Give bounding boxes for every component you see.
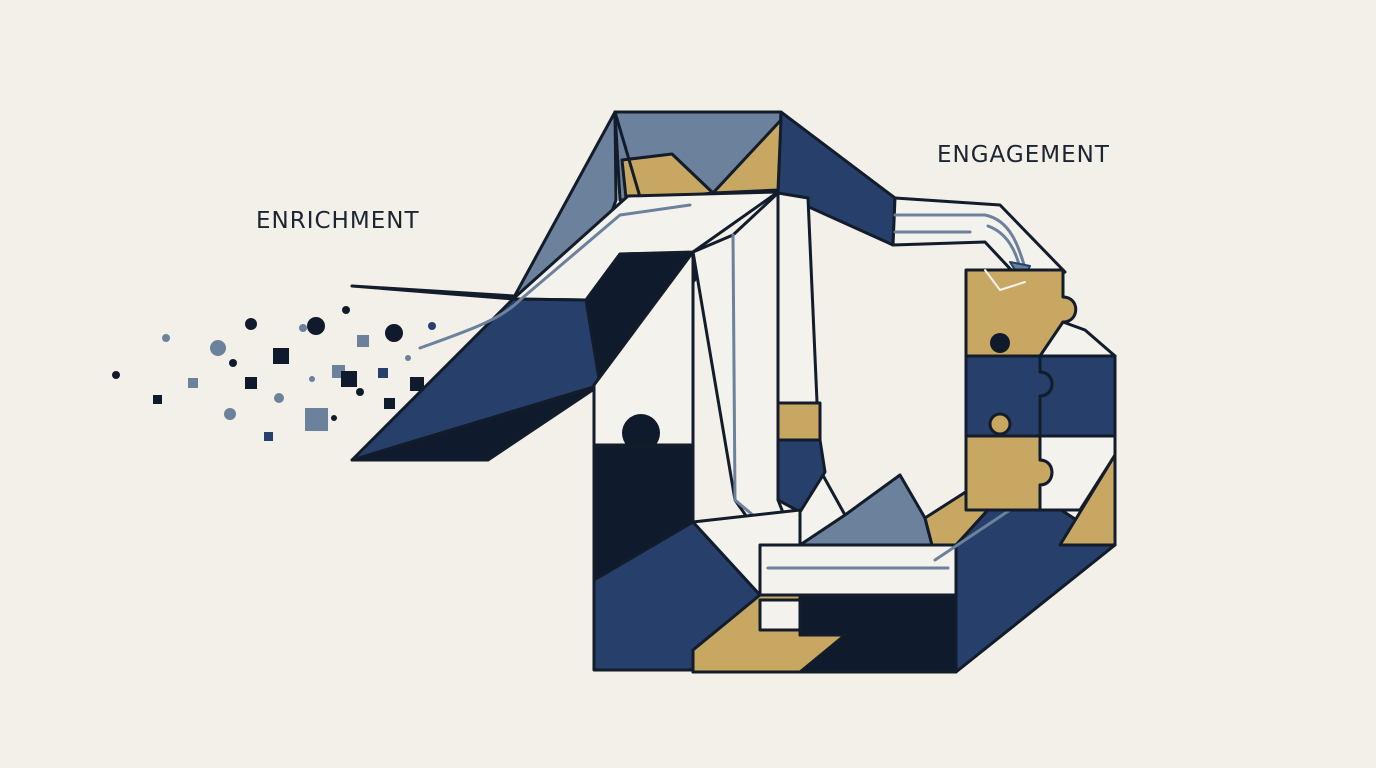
ball-icon	[622, 414, 660, 452]
center-strips	[691, 191, 847, 557]
enrichment-label: ENRICHMENT	[256, 208, 420, 234]
top-chute	[350, 110, 897, 302]
puzzle-pieces-icon	[964, 268, 1117, 547]
engagement-label: ENGAGEMENT	[937, 142, 1110, 168]
data-particles-icon	[112, 306, 522, 441]
